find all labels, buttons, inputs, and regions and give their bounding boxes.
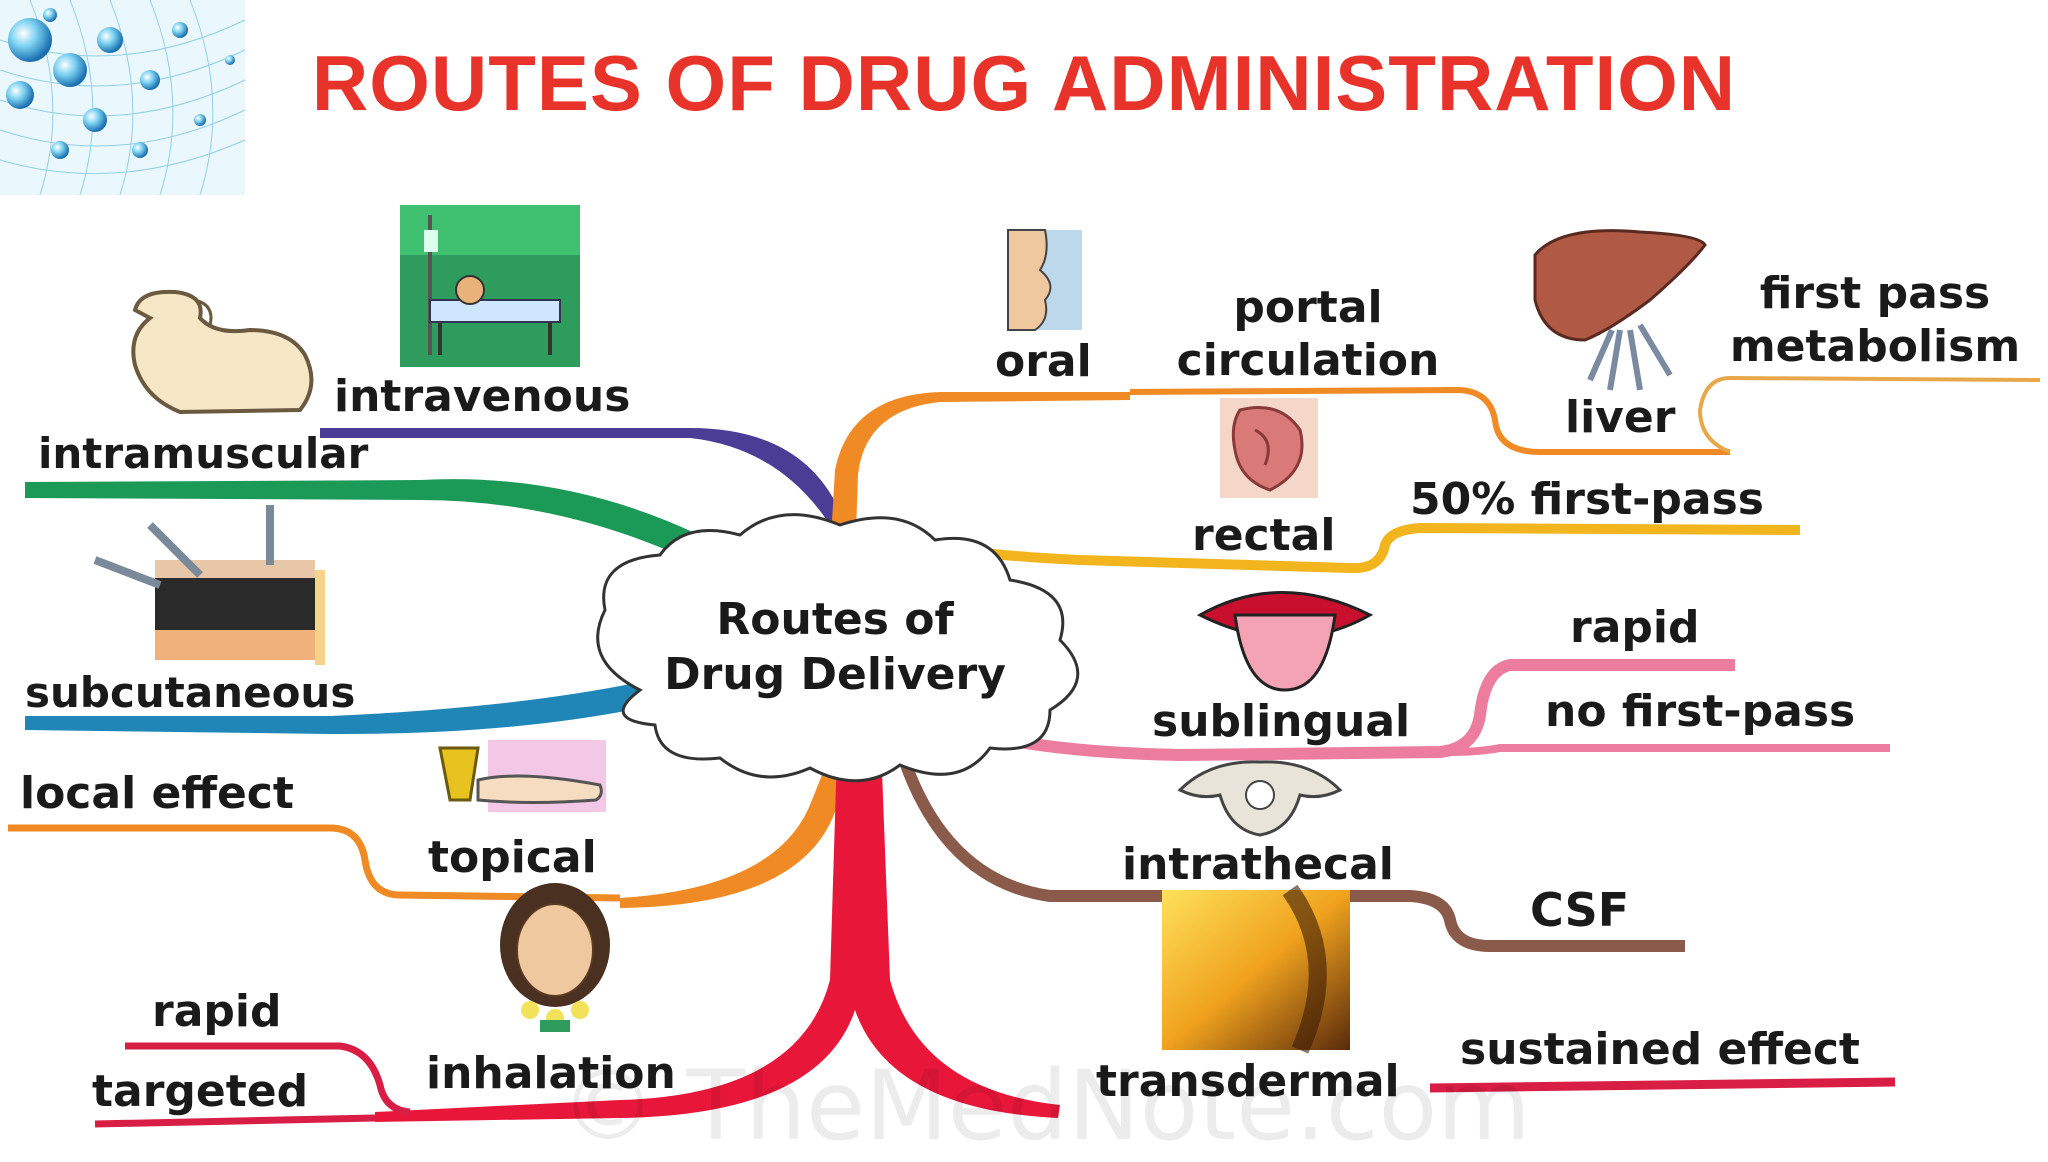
intrathecal-branch (889, 728, 1685, 952)
liver-first-pass-line (1697, 375, 2041, 454)
portal-line1: portal (1233, 282, 1383, 333)
sublingual-label: sublingual (1152, 696, 1411, 747)
skin-injection-icon (93, 505, 325, 665)
first-pass-line1: first pass (1759, 268, 1991, 319)
topical-label: topical (428, 832, 597, 883)
iv-patient-icon (400, 205, 580, 367)
rapid-inhalation-label: rapid (152, 986, 282, 1037)
intramuscular-branch (25, 479, 760, 590)
vertebra-icon (1177, 760, 1343, 837)
csf-label: CSF (1530, 883, 1630, 937)
first-pass-metabolism-label: first pass metabolism (1710, 268, 2040, 374)
intrathecal-label: intrathecal (1122, 839, 1394, 890)
rapid-inhalation-line (125, 1042, 411, 1116)
center-line1: Routes of (716, 594, 954, 645)
transdermal-label: transdermal (1096, 1056, 1400, 1107)
center-line2: Drug Delivery (664, 649, 1006, 700)
subcutaneous-branch (25, 680, 660, 735)
targeted-label: targeted (92, 1066, 309, 1117)
rectum-icon (1220, 398, 1318, 498)
sustained-effect-label: sustained effect (1460, 1024, 1860, 1075)
portal-label: portal circulation (1168, 282, 1448, 388)
portal-line2: circulation (1176, 334, 1440, 386)
no-first-pass-line (1449, 744, 1890, 756)
local-effect-line (8, 824, 621, 902)
local-effect-label: local effect (20, 768, 294, 819)
watermark: © TheMedNote.com (560, 1050, 1531, 1162)
rectal-label: rectal (1192, 510, 1336, 561)
sublingual-mouth-icon (1196, 591, 1374, 692)
oral-mouth-icon (1007, 229, 1082, 331)
inhalation-branch (375, 720, 1060, 1122)
rapid-sublingual-label: rapid (1570, 602, 1700, 653)
intravenous-label: intravenous (334, 371, 631, 422)
fifty-first-pass-label: 50% first-pass (1410, 474, 1764, 525)
transdermal-skin-icon (1162, 884, 1350, 1054)
molecule-corner-graphic (0, 0, 246, 196)
liver-label: liver (1565, 392, 1676, 443)
subcutaneous-label: subcutaneous (25, 668, 356, 717)
center-cloud-label: Routes of Drug Delivery (630, 592, 1040, 702)
muscle-arm-icon (131, 289, 314, 415)
rectal-branch (959, 522, 1801, 574)
liver-icon (1533, 229, 1707, 391)
topical-cream-icon (438, 740, 606, 812)
center-cloud (596, 513, 1080, 783)
oral-label: oral (995, 336, 1092, 387)
slide-title: ROUTES OF DRUG ADMINISTRATION (311, 39, 1737, 127)
portal-circulation-line (1129, 386, 1730, 455)
sustained-effect-line (1429, 1077, 1896, 1093)
intramuscular-label: intramuscular (38, 429, 369, 478)
inhalation-woman-icon (500, 883, 610, 1032)
first-pass-line2: metabolism (1729, 320, 2021, 372)
inhalation-label: inhalation (426, 1048, 676, 1099)
targeted-line (94, 1114, 376, 1128)
no-first-pass-label: no first-pass (1545, 686, 1856, 737)
